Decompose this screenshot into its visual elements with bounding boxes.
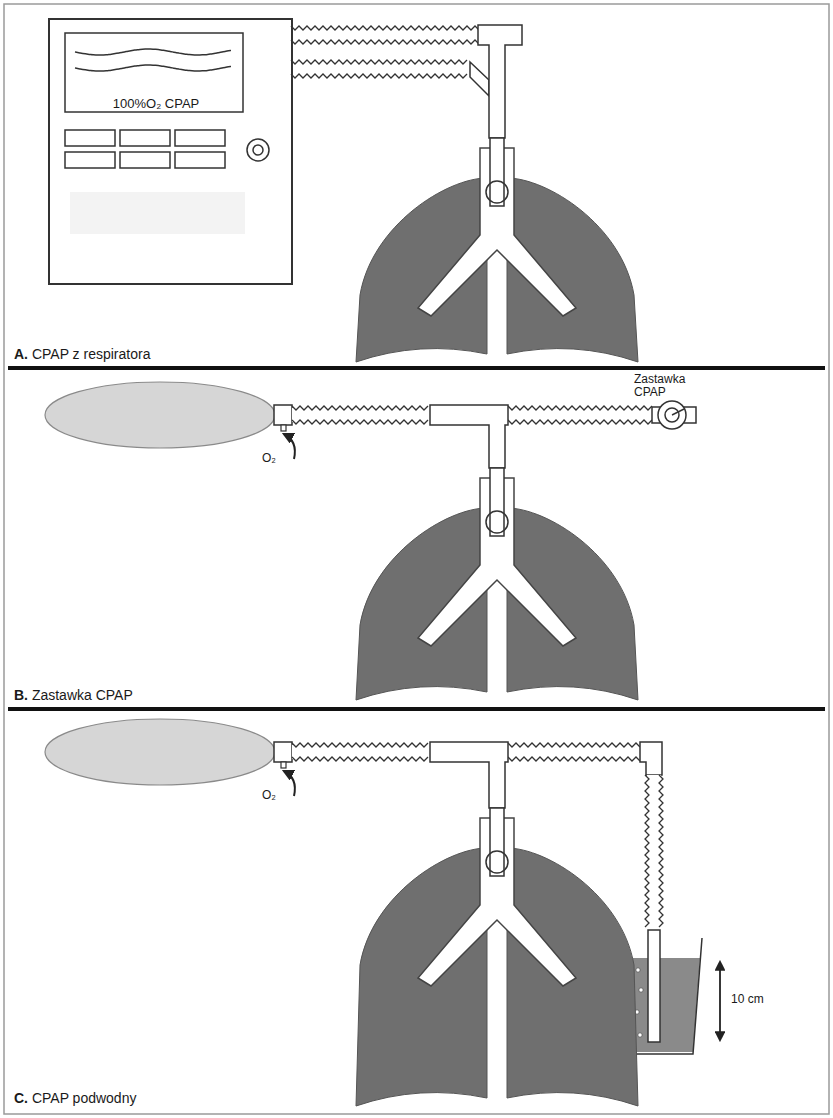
submerged-tube (648, 930, 660, 1042)
cpap-valve (672, 409, 684, 415)
ventilator-button (175, 152, 225, 168)
panel-caption: A. CPAP z respiratora (14, 346, 150, 362)
t-piece (430, 405, 508, 468)
gas-label: O₂ (262, 452, 276, 465)
lungs (356, 808, 638, 1106)
y-piece (470, 62, 489, 96)
figure-panel: 100%O₂ CPAP A. CPAP z respiratora (8, 8, 825, 366)
dimension-label: 10 cm (731, 993, 764, 1006)
ventilator-box: 100%O₂ CPAP (48, 18, 293, 285)
oxygen-arrow (284, 434, 295, 459)
screen-text: 100%O₂ CPAP (67, 96, 245, 111)
ventilator-button (65, 152, 115, 168)
oxygen-arrow (284, 771, 295, 796)
breathing-bag (45, 719, 275, 785)
elbow-connector (640, 742, 662, 775)
corrugated-tube (291, 60, 470, 78)
dimension-arrow (719, 962, 721, 1040)
bag-connector (274, 405, 292, 425)
bubble (639, 988, 643, 992)
breathing-bag (45, 382, 275, 448)
ventilator-button (120, 152, 170, 168)
ventilator-knob (247, 139, 269, 161)
cpap-valve (658, 401, 686, 429)
outer-frame (4, 4, 829, 1114)
t-piece (430, 742, 508, 808)
oxygen-inlet (281, 425, 286, 431)
lungs (356, 138, 638, 362)
panel-caption: B. Zastawka CPAP (14, 687, 133, 703)
corrugated-tube (291, 26, 482, 44)
y-piece (478, 25, 522, 138)
oxygen-inlet (281, 762, 286, 768)
ventilator-knob (253, 145, 263, 155)
screen-wave (75, 65, 231, 71)
ventilator-buttons (65, 130, 225, 168)
ventilator-body (50, 20, 291, 283)
screen-wave (75, 49, 231, 55)
ventilator-panel (70, 192, 245, 234)
corrugated-tube (508, 406, 652, 424)
gas-label: O₂ (262, 789, 276, 802)
corrugated-tube (645, 775, 663, 930)
ventilator-button (120, 130, 170, 146)
figure-panel: B. Zastawka CPAP (8, 370, 825, 707)
corrugated-tube (292, 743, 430, 761)
valve-label: Zastawka CPAP (634, 373, 696, 399)
lungs (356, 468, 638, 700)
corrugated-tube (508, 743, 640, 761)
ventilator-button (65, 130, 115, 146)
water (626, 958, 700, 1052)
bubble (638, 1033, 642, 1037)
bubble (636, 968, 640, 972)
panel-divider (8, 707, 825, 711)
ventilator-button (175, 130, 225, 146)
figure-panel: C. CPAP podwodny (8, 711, 825, 1110)
panel-caption: C. CPAP podwodny (14, 1090, 136, 1106)
panel-divider (8, 366, 825, 370)
bag-connector (274, 742, 292, 762)
corrugated-tube (292, 406, 430, 424)
